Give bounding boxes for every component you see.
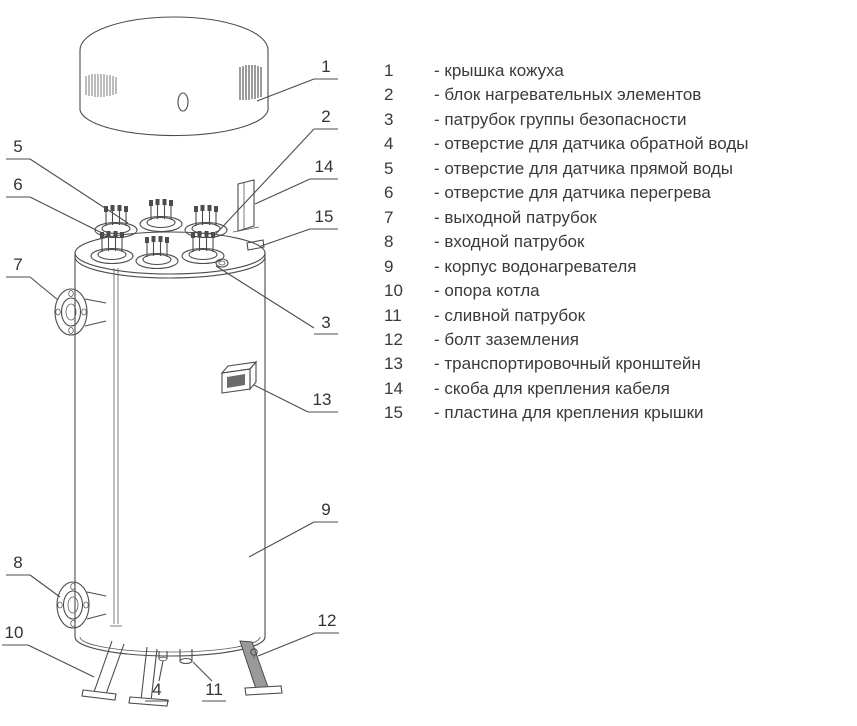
sensor-tube [110, 268, 122, 627]
callout-7-number: 7 [13, 255, 22, 274]
legend-number: 10 [384, 281, 403, 301]
legend-number: 13 [384, 354, 403, 374]
legend-number: 4 [384, 134, 394, 154]
legend-item-1: 1 - крышка кожуха [384, 59, 749, 83]
callout-15-number: 15 [315, 207, 334, 226]
callout-1: 1 [256, 57, 338, 102]
callout-2-number: 2 [321, 107, 330, 126]
legend-item-6: 6 - отверстие для датчика перегрева [384, 181, 749, 205]
callout-15: 15 [260, 207, 338, 247]
legend-description: - пластина для крепления крышки [434, 403, 704, 423]
leg-right [239, 640, 283, 696]
legend-description: - корпус водонагревателя [434, 256, 637, 276]
safety-group-port [215, 258, 229, 268]
callout-12: 12 [257, 611, 339, 657]
legend-item-8: 8 - входной патрубок [384, 230, 749, 254]
callout-14: 14 [254, 157, 338, 205]
return-sensor-port [158, 651, 168, 662]
callout-10: 10 [2, 623, 95, 678]
callout-14-number: 14 [315, 157, 334, 176]
cover-lid [79, 16, 269, 137]
legend-number: 11 [384, 305, 402, 325]
legend-description: - входной патрубок [434, 232, 585, 252]
legend-item-4: 4 - отверстие для датчика обратной воды [384, 132, 749, 156]
legend-description: - болт заземления [434, 329, 579, 349]
callout-3: 3 [215, 265, 338, 335]
callout-4-number: 4 [152, 680, 161, 699]
support-legs [81, 640, 283, 707]
callout-11-number: 11 [205, 680, 223, 699]
callout-6: 6 [6, 175, 111, 238]
heating-elements-block [90, 198, 228, 270]
cable-bracket [232, 179, 260, 233]
cover-front-hole [177, 92, 189, 112]
legend-description: - скоба для крепления кабеля [434, 378, 670, 398]
callout-10-number: 10 [5, 623, 24, 642]
callout-8-number: 8 [13, 553, 22, 572]
top-plate [74, 231, 266, 279]
water-heater-drawing: 1 2 14 15 5 6 7 [2, 16, 339, 707]
legend-item-5: 5 - отверстие для датчика прямой воды [384, 157, 749, 181]
legend-number: 1 [384, 61, 394, 80]
outlet-pipe [54, 288, 107, 336]
legend-description: - отверстие для датчика перегрева [434, 183, 711, 203]
legend-description: - блок нагревательных элементов [434, 85, 702, 105]
legend-number: 15 [384, 403, 403, 423]
cover-vent-slots-right [239, 65, 262, 100]
callout-4: 4 [145, 660, 169, 702]
parts-legend: 1 - крышка кожуха 2 - блок нагревательны… [384, 59, 749, 426]
inlet-pipe [56, 581, 107, 629]
legend-item-14: 14 - скоба для крепления кабеля [384, 377, 749, 401]
callout-5: 5 [6, 137, 129, 224]
legend-description: - отверстие для датчика прямой воды [434, 158, 733, 178]
callout-12-number: 12 [318, 611, 337, 630]
callout-9: 9 [248, 500, 338, 558]
legend-item-3: 3 - патрубок группы безопасности [384, 108, 749, 132]
legend-number: 8 [384, 232, 394, 252]
callout-8: 8 [6, 553, 61, 598]
legend-description: - транспортировочный кронштейн [434, 354, 701, 374]
legend-item-10: 10 - опора котла [384, 279, 749, 303]
callout-2: 2 [212, 107, 338, 238]
legend-description: - выходной патрубок [434, 207, 597, 227]
legend-number: 9 [384, 256, 394, 276]
callout-6-number: 6 [13, 175, 22, 194]
legend-description: - крышка кожуха [434, 61, 564, 80]
legend-number: 14 [384, 378, 403, 398]
callout-3-number: 3 [321, 313, 330, 332]
callout-13-number: 13 [313, 390, 332, 409]
legend-number: 6 [384, 183, 394, 203]
legend-number: 2 [384, 85, 394, 105]
drain-pipe [179, 649, 193, 665]
legend-item-15: 15 - пластина для крепления крышки [384, 401, 749, 425]
legend-item-7: 7 - выходной патрубок [384, 206, 749, 230]
legend-item-9: 9 - корпус водонагревателя [384, 255, 749, 279]
legend-item-12: 12 - болт заземления [384, 328, 749, 352]
legend-description: - патрубок группы безопасности [434, 109, 687, 129]
leg-left [81, 640, 125, 701]
callout-7: 7 [6, 255, 59, 301]
callout-13: 13 [253, 384, 338, 413]
legend-description: - отверстие для датчика обратной воды [434, 134, 749, 154]
cover-vent-slots-left [85, 74, 117, 97]
callout-1-number: 1 [321, 57, 330, 76]
legend-item-2: 2 - блок нагревательных элементов [384, 83, 749, 107]
legend-number: 3 [384, 109, 394, 129]
transport-bracket [220, 360, 258, 394]
legend-item-13: 13 - транспортировочный кронштейн [384, 352, 749, 376]
legend-description: - сливной патрубок [434, 305, 586, 325]
legend-description: - опора котла [434, 281, 540, 301]
legend-number: 7 [384, 207, 394, 227]
callout-5-number: 5 [13, 137, 22, 156]
grounding-bolt [250, 648, 258, 659]
legend-number: 12 [384, 329, 403, 349]
callout-9-number: 9 [321, 500, 330, 519]
callout-11: 11 [192, 661, 226, 702]
legend-item-11: 11 - сливной патрубок [384, 304, 749, 328]
legend-number: 5 [384, 158, 394, 178]
lid-fixing-plate [246, 239, 265, 251]
